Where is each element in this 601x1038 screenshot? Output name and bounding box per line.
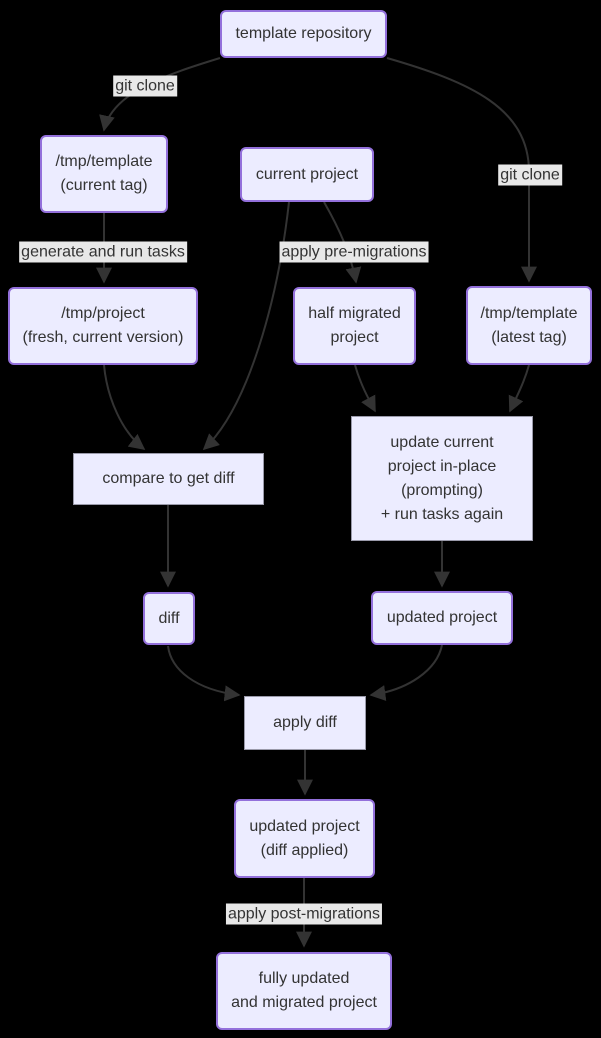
edge-label-generate-and-run-tasks: generate and run tasks bbox=[19, 241, 187, 263]
node-compare-to-get-diff: compare to get diff bbox=[73, 453, 264, 505]
edge-label-git-clone-right: git clone bbox=[498, 164, 562, 186]
edge-label-apply-post-migrations: apply post-migrations bbox=[225, 903, 383, 925]
node-label: + run tasks again bbox=[380, 505, 504, 523]
node-label: (prompting) bbox=[401, 481, 483, 499]
node-label: fully updated bbox=[258, 970, 350, 987]
node-label: current project bbox=[255, 165, 359, 183]
node-current-project: current project bbox=[240, 147, 374, 202]
edge-label-git-clone-left: git clone bbox=[113, 75, 177, 97]
node-label: project in-place bbox=[387, 457, 497, 475]
node-label: diff bbox=[158, 609, 180, 627]
node-label: /tmp/template bbox=[55, 153, 153, 170]
node-label: update current bbox=[390, 433, 494, 451]
node-label: (fresh, current version) bbox=[22, 329, 184, 346]
node-tmp-template-latest-tag: /tmp/template (latest tag) bbox=[466, 286, 592, 365]
edge-current-project-to-compare bbox=[202, 201, 290, 451]
node-diff: diff bbox=[143, 592, 195, 645]
edge-updated-project-to-apply-diff bbox=[369, 644, 443, 701]
node-label: compare to get diff bbox=[102, 470, 235, 487]
edge-latest-tag-to-update bbox=[508, 364, 530, 413]
edge-label-apply-pre-migrations: apply pre-migrations bbox=[279, 241, 429, 263]
node-label: (latest tag) bbox=[491, 328, 567, 346]
node-label: updated project bbox=[249, 817, 360, 835]
node-label: (diff applied) bbox=[260, 841, 349, 859]
node-label: (current tag) bbox=[60, 177, 148, 194]
edge-template-repo-to-latest-tag bbox=[386, 57, 537, 283]
node-updated-project: updated project bbox=[371, 591, 513, 645]
node-label: /tmp/project bbox=[61, 305, 145, 322]
node-label: project bbox=[330, 329, 379, 346]
node-label: half migrated bbox=[308, 305, 401, 322]
node-template-repository: template repository bbox=[220, 10, 387, 58]
node-label: apply diff bbox=[273, 714, 337, 731]
node-label: updated project bbox=[386, 609, 498, 626]
node-half-migrated-project: half migrated project bbox=[293, 287, 416, 365]
node-label: template repository bbox=[235, 25, 372, 42]
node-updated-project-diff-applied: updated project (diff applied) bbox=[234, 799, 375, 878]
node-tmp-project-fresh: /tmp/project (fresh, current version) bbox=[8, 287, 198, 365]
node-tmp-template-current-tag: /tmp/template (current tag) bbox=[40, 135, 168, 213]
edge-tmp-project-to-compare bbox=[103, 364, 146, 450]
edge-half-migrated-to-update bbox=[354, 364, 376, 413]
edge-diff-to-apply-diff bbox=[167, 645, 241, 702]
node-apply-diff: apply diff bbox=[244, 696, 366, 750]
node-label: /tmp/template bbox=[480, 304, 578, 322]
node-update-current-project: update current project in-place (prompti… bbox=[351, 416, 533, 541]
node-label: and migrated project bbox=[231, 994, 377, 1011]
node-fully-updated-project: fully updated and migrated project bbox=[216, 952, 392, 1030]
